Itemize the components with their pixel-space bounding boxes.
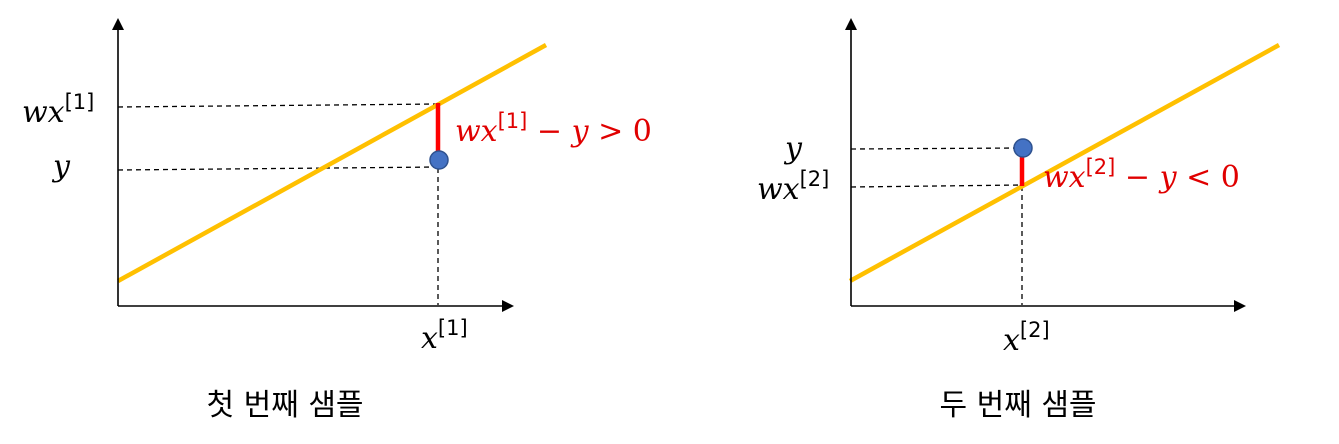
guide-y-horizontal (850, 147, 1023, 150)
guide-y-horizontal (117, 166, 439, 171)
data-point (429, 150, 449, 170)
panel-first-sample: wx[1] y x[1] wx[1] − y > 0 첫 번째 샘플 (22, 18, 652, 423)
x-tick-label: x[2] (1003, 318, 1050, 358)
wx-axis-label: wx[1] (22, 90, 94, 130)
x-tick-label: x[1] (421, 316, 468, 356)
panel-caption: 두 번째 샘플 (939, 388, 1096, 423)
regression-line (848, 43, 1281, 283)
regression-line (116, 43, 548, 283)
y-axis-label: y (51, 149, 71, 184)
y-axis-label: y (783, 131, 803, 166)
wx-axis-label: wx[2] (757, 167, 829, 207)
residual-inequality-label: wx[2] − y < 0 (1043, 155, 1240, 195)
panel-second-sample: y wx[2] x[2] wx[2] − y < 0 두 번째 샘플 (757, 18, 1281, 423)
residual-inequality-label: wx[1] − y > 0 (455, 109, 652, 149)
guide-wx-horizontal (850, 184, 1023, 188)
panel-caption: 첫 번째 샘플 (206, 388, 363, 423)
data-point (1013, 138, 1033, 158)
guide-wx-horizontal (117, 103, 439, 108)
